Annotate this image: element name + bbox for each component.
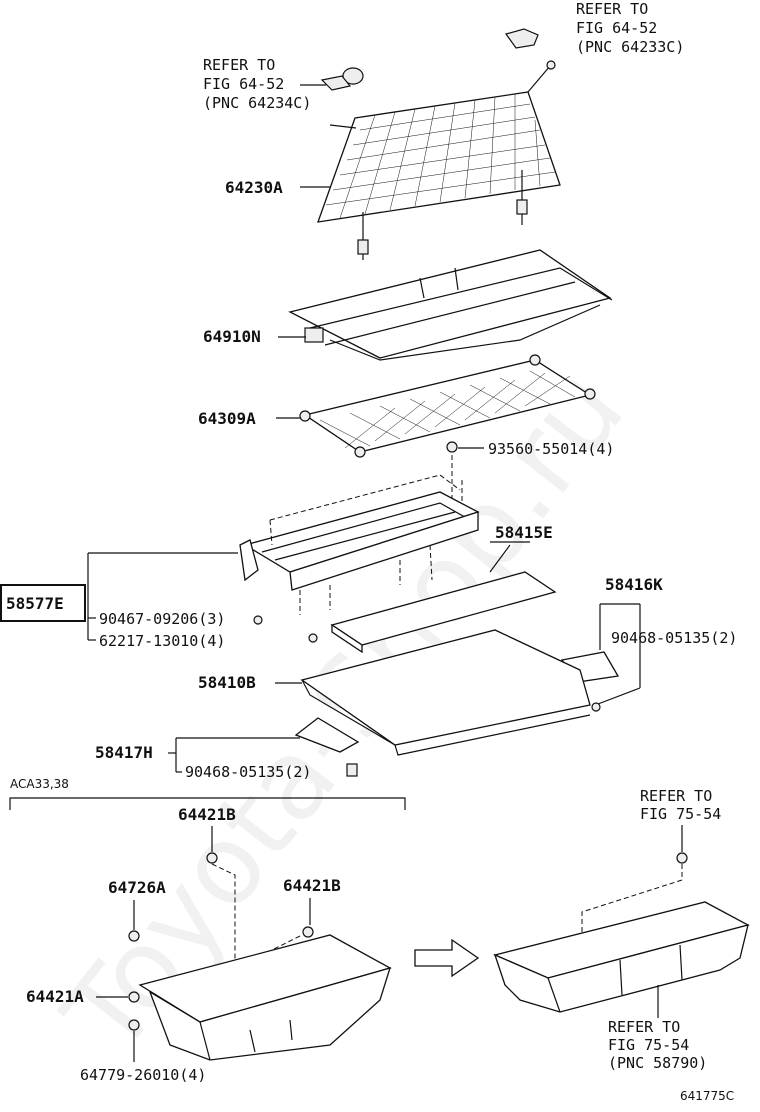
tray-64421-body xyxy=(148,967,391,1061)
label-93560: 93560-55014(4) xyxy=(488,440,614,458)
ref-75-54-bot-line2: FIG 75-54 xyxy=(608,1036,689,1054)
figure-code: 641775C xyxy=(680,1089,734,1103)
tray-58790: REFER TO FIG 75-54 REFER TO FIG 75-54 (P… xyxy=(492,787,750,1072)
label-64230a: 64230A xyxy=(225,178,283,197)
ref-64233c-line1: REFER TO xyxy=(576,0,648,18)
label-64309a: 64309A xyxy=(198,409,256,428)
label-58416k: 58416K xyxy=(605,575,663,594)
label-90468-a: 90468-05135(2) xyxy=(611,629,737,647)
board-58415e: 58415E xyxy=(330,523,557,654)
ref-64234c-line1: REFER TO xyxy=(203,56,275,74)
ref-75-54-bot-line1: REFER TO xyxy=(608,1018,680,1036)
cargo-net-64230a: 64230A xyxy=(225,60,561,260)
label-64726a: 64726A xyxy=(108,878,166,897)
label-58577e-box xyxy=(0,584,86,622)
clip-90468-a-icon xyxy=(591,702,601,712)
clip-90467-icon xyxy=(253,615,263,625)
label-62217: 62217-13010(4) xyxy=(99,632,225,650)
label-64421b-top: 64421B xyxy=(178,805,236,824)
clip-62217-icon xyxy=(308,633,318,643)
label-58410b: 58410B xyxy=(198,673,256,692)
label-64910n: 64910N xyxy=(203,327,261,346)
deck-frame-58577e: 58577E 90467-09206(3) 62217-13010(4) xyxy=(0,474,480,650)
ref-75-54-top-line1: REFER TO xyxy=(640,787,712,805)
panel-58417h: 58417H 90468-05135(2) xyxy=(95,717,360,781)
label-64421b-mid: 64421B xyxy=(283,876,341,895)
arrow-right-icon xyxy=(414,938,480,978)
ref-64233c-line3: (PNC 64233C) xyxy=(576,38,684,56)
deck-board-58410b: 58410B xyxy=(198,629,591,756)
ref-64234c-callout: REFER TO FIG 64-52 (PNC 64234C) xyxy=(203,56,364,112)
label-58577e: 58577E xyxy=(6,594,64,613)
label-90467: 90467-09206(3) xyxy=(99,610,225,628)
ref-64234c-line2: FIG 64-52 xyxy=(203,75,284,93)
tonneau-cover-64910n: 64910N xyxy=(203,249,613,361)
label-90468-b: 90468-05135(2) xyxy=(185,763,311,781)
ref-75-54-top-line2: FIG 75-54 xyxy=(640,805,721,823)
label-aca: ACA33,38 xyxy=(10,777,69,791)
ref-75-54-bot-line3: (PNC 58790) xyxy=(608,1054,707,1072)
hook-knob-icon xyxy=(342,67,364,85)
label-58417h: 58417H xyxy=(95,743,153,762)
label-64779: 64779-26010(4) xyxy=(80,1066,206,1084)
ref-64234c-line3: (PNC 64234C) xyxy=(203,94,311,112)
hook-base-icon xyxy=(320,75,352,91)
label-58415e: 58415E xyxy=(495,523,553,542)
hook-bracket-icon xyxy=(505,28,539,49)
clip-93560: 93560-55014(4) xyxy=(446,440,614,510)
panel-58416k: 58416K 90468-05135(2) xyxy=(560,575,737,712)
label-64421a: 64421A xyxy=(26,987,84,1006)
luggage-net-64309a: 64309A xyxy=(198,354,596,458)
ref-64233c-line2: FIG 64-52 xyxy=(576,19,657,37)
ref-64233c-callout: REFER TO FIG 64-52 (PNC 64233C) xyxy=(505,0,684,56)
aca-section: ACA33,38 64421B 64726A 64421B 64421A 647… xyxy=(9,777,406,1084)
clip-90468-b-icon xyxy=(346,763,358,777)
